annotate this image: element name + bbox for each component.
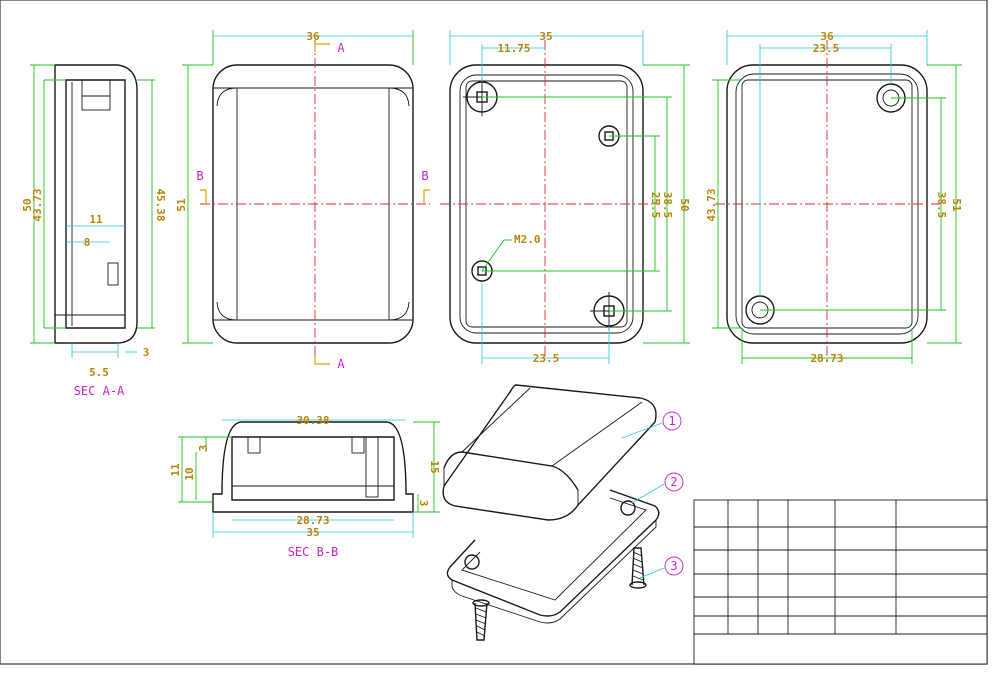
sec-aa-dim-50: 50: [21, 198, 34, 211]
back-dim-43-73: 43.73: [705, 188, 718, 221]
iso-screw-left: [472, 599, 490, 641]
sec-aa-title: SEC A-A: [74, 384, 125, 398]
inside-dim-35: 35: [539, 30, 552, 43]
sec-bb-dim-3-left: 3: [197, 445, 210, 452]
sec-bb-dim-11: 11: [169, 463, 182, 477]
sec-aa-dim-3: 3: [143, 346, 150, 359]
section-aa-view: [30, 64, 155, 358]
inside-dim-25-5: 25.5: [649, 192, 662, 219]
inside-note-m2: M2.0: [514, 233, 541, 246]
inside-view: [440, 30, 690, 364]
front-dim-51: 51: [175, 198, 188, 212]
front-view: [182, 30, 430, 365]
sec-bb-dim-35: 35: [306, 526, 319, 539]
front-dim-36: 36: [306, 30, 320, 43]
marker-a-bottom: A: [337, 357, 345, 371]
marker-b-left: B: [196, 169, 203, 183]
balloon-2: [664, 472, 684, 492]
sec-aa-dim-5-5: 5.5: [89, 366, 109, 379]
back-dim-38-5: 38.5: [935, 192, 948, 219]
back-dim-28-73: 28.73: [810, 352, 843, 365]
balloon-3-label: 3: [670, 559, 677, 573]
back-dim-23-5: 23.5: [813, 42, 840, 55]
sec-aa-dim-11: 11: [89, 213, 103, 226]
balloon-1-label: 1: [668, 414, 675, 428]
balloon-1: [662, 411, 682, 431]
iso-base: [446, 489, 660, 624]
iso-lid: [442, 384, 657, 521]
marker-b-right: B: [421, 169, 428, 183]
sec-aa-dim-43-73: 43.73: [31, 188, 44, 221]
sec-bb-dim-15: 15: [428, 460, 441, 473]
marker-a-top: A: [337, 41, 345, 55]
title-block: [693, 499, 988, 665]
inside-dim-50: 50: [678, 198, 691, 211]
inside-dim-11-75: 11.75: [497, 42, 530, 55]
balloon-2-label: 2: [670, 475, 677, 489]
sec-bb-dim-3-right: 3: [417, 500, 430, 507]
sec-bb-dim-10: 10: [183, 467, 196, 480]
back-view: [712, 30, 962, 364]
inside-dim-23-5: 23.5: [533, 352, 560, 365]
iso-screw-right: [629, 547, 647, 589]
sec-bb-dim-30-38: 30.38: [296, 414, 329, 427]
inside-dim-38-5: 38.5: [661, 192, 674, 219]
isometric-exploded-view: [442, 384, 684, 641]
back-dim-51: 51: [950, 198, 963, 212]
sec-aa-dim-45-38: 45.38: [154, 188, 167, 221]
balloon-3: [664, 556, 684, 576]
sec-bb-dim-28-73: 28.73: [296, 514, 329, 527]
sec-bb-title: SEC B-B: [288, 545, 339, 559]
sheet-border: [0, 0, 988, 665]
back-dim-36: 36: [820, 30, 834, 43]
section-bb-view: [178, 419, 440, 538]
sec-aa-dim-8: 8: [84, 236, 91, 249]
